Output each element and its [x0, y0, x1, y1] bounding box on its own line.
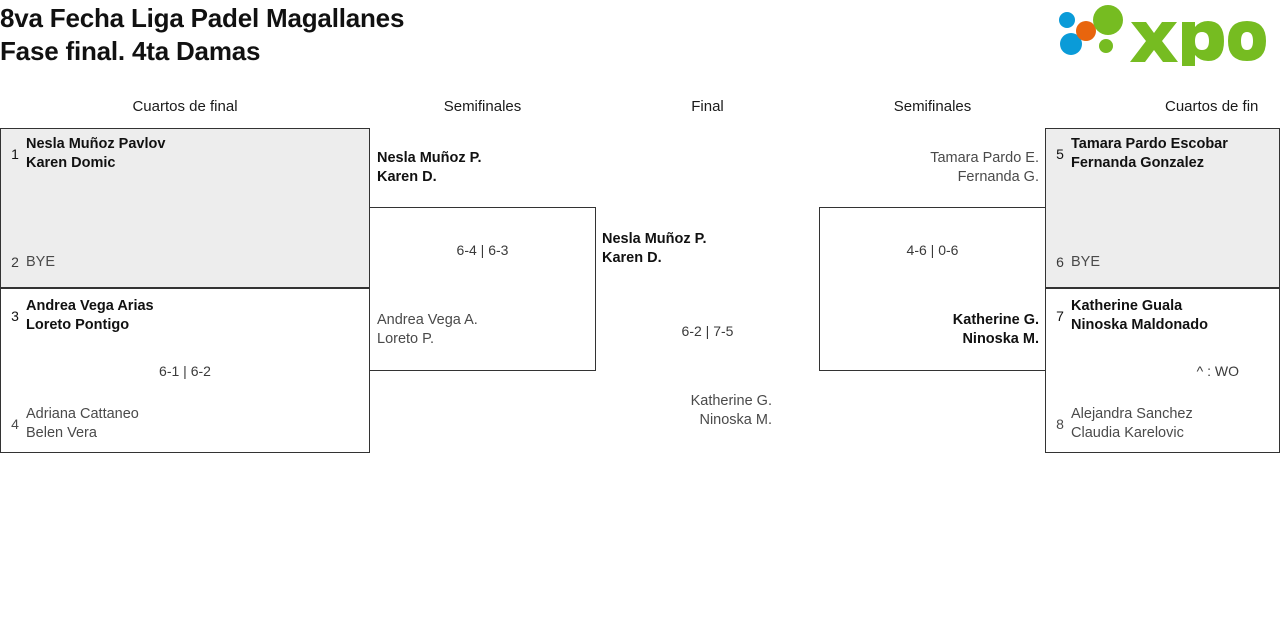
- final-winner-team[interactable]: Nesla Muñoz P. Karen D.: [602, 230, 706, 268]
- team-seed-6[interactable]: 6 BYE: [1049, 253, 1100, 272]
- player-name-1: Andrea Vega Arias: [26, 298, 154, 314]
- team-seed-3[interactable]: 3 Andrea Vega Arias Loreto Pontigo: [4, 297, 154, 335]
- player-name-2: Belen Vera: [26, 425, 97, 441]
- seed-number: 4: [11, 415, 19, 432]
- player-name-1: Katherine Guala: [1071, 298, 1183, 314]
- final-runnerup-team[interactable]: Katherine G. Ninoska M.: [691, 392, 772, 430]
- match-box-qf2[interactable]: [0, 288, 370, 453]
- sf1-winner-team[interactable]: Nesla Muñoz P. Karen D.: [377, 149, 481, 187]
- player-name-2: Fernanda G.: [957, 169, 1039, 185]
- bye-label: BYE: [26, 254, 56, 270]
- team-seed-8[interactable]: 8 Alejandra Sanchez Claudia Karelovic: [1049, 405, 1193, 443]
- player-name-2: Ninoska M.: [962, 331, 1039, 347]
- player-names: BYE: [26, 253, 55, 272]
- seed-number: 6: [1056, 254, 1064, 270]
- tournament-stage: Fase final. 4ta Damas: [0, 36, 261, 66]
- player-names: Tamara Pardo Escobar Fernanda Gonzalez: [1071, 135, 1228, 173]
- player-name-1: Alejandra Sanchez: [1071, 406, 1193, 422]
- player-name-2: Loreto Pontigo: [26, 317, 130, 333]
- seed-number: 7: [1056, 307, 1064, 324]
- round-header-semifinals-left: Semifinales: [443, 98, 522, 115]
- player-name-1: Nesla Muñoz P.: [377, 150, 482, 166]
- seed-number: 2: [11, 254, 19, 270]
- player-name-2: Karen Domic: [26, 155, 116, 171]
- player-name-1: Katherine G.: [952, 312, 1039, 328]
- match-box-sf2[interactable]: [819, 207, 1046, 371]
- player-name-2: Claudia Karelovic: [1071, 425, 1184, 441]
- player-name-2: Karen D.: [602, 250, 662, 266]
- match-box-qf3[interactable]: [1045, 128, 1280, 288]
- player-names: Katherine Guala Ninoska Maldonado: [1071, 297, 1208, 335]
- match-score-final: 6-2 | 7-5: [681, 323, 734, 339]
- player-name-2: Karen D.: [377, 169, 437, 185]
- match-score-qf4: ^ : WO: [1196, 363, 1239, 379]
- page-title: 8va Fecha Liga Padel Magallanes Fase fin…: [0, 2, 404, 68]
- match-box-qf4[interactable]: [1045, 288, 1280, 453]
- page-header: 8va Fecha Liga Padel Magallanes Fase fin…: [0, 0, 1280, 90]
- team-seed-7[interactable]: 7 Katherine Guala Ninoska Maldonado: [1049, 297, 1208, 335]
- player-name-1: Tamara Pardo E.: [930, 150, 1039, 166]
- logo-dots-icon: [1059, 5, 1123, 55]
- seed-number: 8: [1056, 415, 1064, 432]
- tournament-name: 8va Fecha Liga Padel Magallanes: [0, 3, 405, 33]
- seed-number: 3: [11, 307, 19, 324]
- player-names: Adriana Cattaneo Belen Vera: [26, 405, 139, 443]
- player-name-1: Adriana Cattaneo: [26, 406, 139, 422]
- player-name-1: Katherine G.: [690, 393, 772, 409]
- round-header-semifinals-right: Semifinales: [893, 98, 972, 115]
- player-name-1: Nesla Muñoz P.: [602, 231, 707, 247]
- seed-number: 1: [11, 145, 19, 162]
- round-header-final: Final: [691, 98, 724, 115]
- sf2-loser-team[interactable]: Tamara Pardo E. Fernanda G.: [930, 149, 1039, 187]
- logo-wordmark: [1130, 21, 1266, 66]
- round-header-quarterfinals-left: Cuartos de final: [132, 98, 238, 115]
- player-names: Andrea Vega Arias Loreto Pontigo: [26, 297, 154, 335]
- match-box-sf1[interactable]: [369, 207, 596, 371]
- player-name-2: Ninoska M.: [699, 412, 772, 428]
- player-names: Alejandra Sanchez Claudia Karelovic: [1071, 405, 1193, 443]
- round-header-quarterfinals-right: Cuartos de fin: [1165, 98, 1259, 115]
- player-name-2: Fernanda Gonzalez: [1071, 155, 1204, 171]
- match-score-sf1: 6-4 | 6-3: [456, 242, 509, 258]
- team-seed-5[interactable]: 5 Tamara Pardo Escobar Fernanda Gonzalez: [1049, 135, 1228, 173]
- seed-number: 5: [1056, 145, 1064, 162]
- player-name-1: Andrea Vega A.: [377, 312, 478, 328]
- team-seed-2[interactable]: 2 BYE: [4, 253, 55, 272]
- xporty-logo[interactable]: [1046, 4, 1276, 66]
- player-name-2: Loreto P.: [377, 331, 434, 347]
- team-seed-1[interactable]: 1 Nesla Muñoz Pavlov Karen Domic: [4, 135, 165, 173]
- player-names: Nesla Muñoz Pavlov Karen Domic: [26, 135, 165, 173]
- match-score-sf2: 4-6 | 0-6: [906, 242, 959, 258]
- bye-label: BYE: [1071, 254, 1101, 270]
- player-name-2: Ninoska Maldonado: [1071, 317, 1208, 333]
- player-name-1: Nesla Muñoz Pavlov: [26, 136, 166, 152]
- player-name-1: Tamara Pardo Escobar: [1071, 136, 1228, 152]
- player-names: BYE: [1071, 253, 1100, 272]
- sf2-winner-team[interactable]: Katherine G. Ninoska M.: [953, 311, 1039, 349]
- team-seed-4[interactable]: 4 Adriana Cattaneo Belen Vera: [4, 405, 139, 443]
- sf1-loser-team[interactable]: Andrea Vega A. Loreto P.: [377, 311, 478, 349]
- match-score-qf2: 6-1 | 6-2: [159, 363, 211, 379]
